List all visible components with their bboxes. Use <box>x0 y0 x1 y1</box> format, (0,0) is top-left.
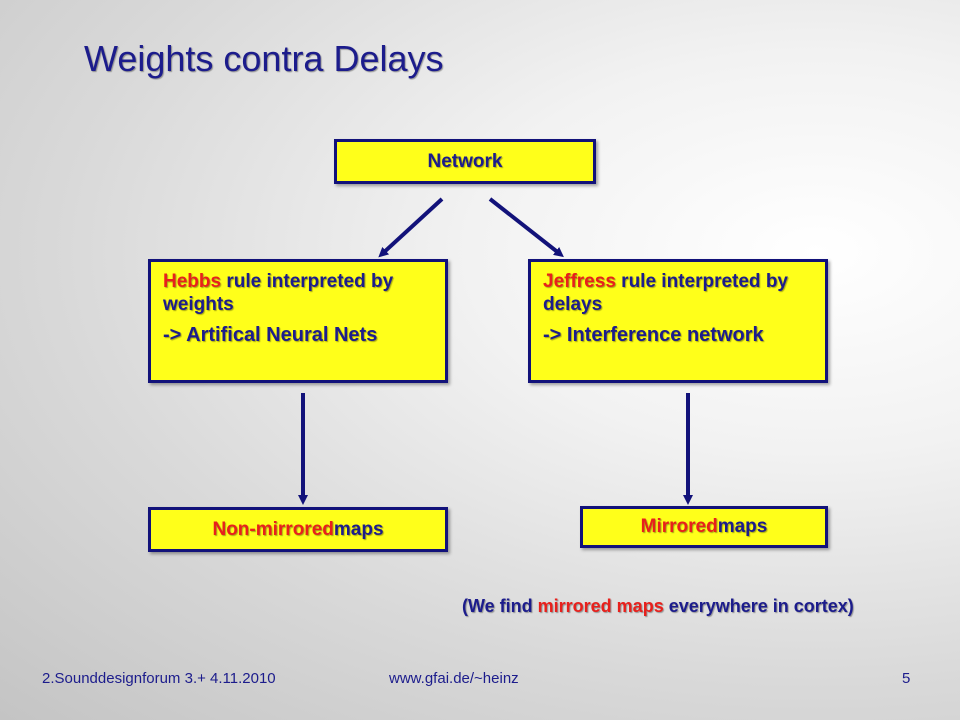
hebbs-rule-box: Hebbs rule interpreted by weights -> Art… <box>148 259 448 383</box>
hebbs-term: Hebbs <box>163 271 222 292</box>
note-before: (We find <box>462 596 538 616</box>
note-term: mirrored maps <box>537 596 664 616</box>
note-after: everywhere in cortex) <box>663 596 854 616</box>
network-label: Network <box>427 150 503 172</box>
hebbs-rule-text: Hebbs rule interpreted by weights <box>163 270 433 316</box>
hebbs-rest: rule interpreted by weights <box>163 271 394 315</box>
mirrored-term: Mirrored <box>640 516 718 537</box>
cortex-note: (We find mirrored maps everywhere in cor… <box>462 596 854 617</box>
hebbs-result: -> Artifical Neural Nets <box>163 324 378 346</box>
arrow-to-jeffress <box>488 197 564 258</box>
nonmirrored-rest: maps <box>333 518 384 540</box>
footer-event: 2.Sounddesignforum 3.+ 4.11.2010 <box>42 670 276 687</box>
network-box: Network <box>334 139 596 184</box>
mirrored-rest: maps <box>717 516 768 537</box>
jeffress-rule-box: Jeffress rule interpreted by delays -> I… <box>528 259 828 383</box>
jeffress-term: Jeffress <box>543 271 616 292</box>
jeffress-result: -> Interference network <box>543 324 764 346</box>
nonmirrored-maps-box: Non-mirrored maps <box>148 507 448 552</box>
nonmirrored-term: Non-mirrored <box>212 518 334 540</box>
mirrored-maps-box: Mirrored maps <box>580 506 828 548</box>
jeffress-rest: rule interpreted by delays <box>543 271 788 315</box>
arrow-to-hebbs <box>378 197 444 258</box>
slide-title: Weights contra Delays <box>84 38 444 79</box>
footer-page-number: 5 <box>902 670 911 687</box>
jeffress-rule-text: Jeffress rule interpreted by delays <box>543 270 813 316</box>
footer-url: www.gfai.de/~heinz <box>389 670 519 687</box>
